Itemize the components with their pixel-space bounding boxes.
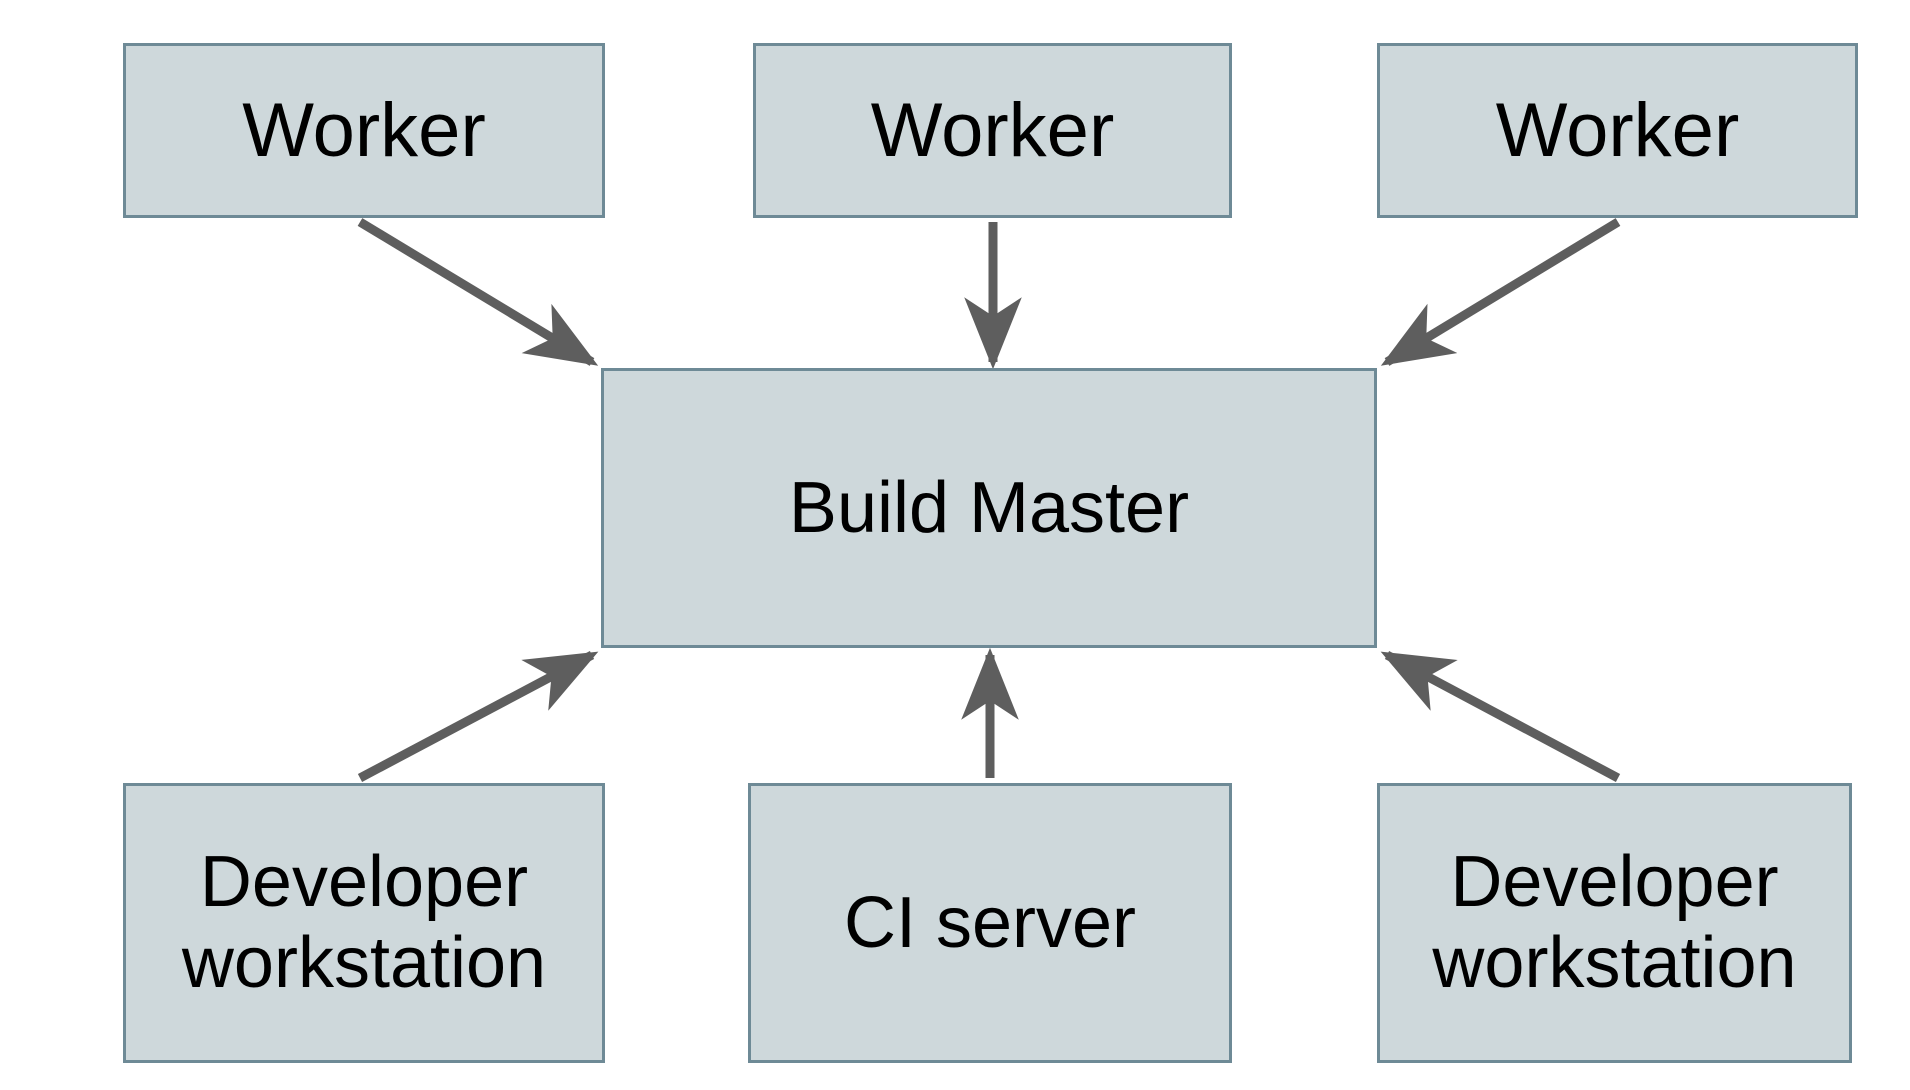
- node-developer-workstation-left-label: Developer workstation: [181, 842, 547, 1003]
- node-developer-workstation-right-label: Developer workstation: [1432, 842, 1797, 1003]
- node-ci-server[interactable]: CI server: [748, 783, 1232, 1063]
- edge-worker-left-to-master: [357, 218, 599, 366]
- node-worker-center[interactable]: Worker: [753, 43, 1232, 218]
- node-worker-right-label: Worker: [1495, 87, 1740, 173]
- node-worker-left[interactable]: Worker: [123, 43, 605, 218]
- node-developer-workstation-left[interactable]: Developer workstation: [123, 783, 605, 1063]
- edge-worker-right-to-master: [1380, 218, 1621, 366]
- edge-dev-right-to-master: [1380, 651, 1621, 782]
- node-worker-right[interactable]: Worker: [1377, 43, 1858, 218]
- node-worker-left-label: Worker: [242, 87, 486, 173]
- node-build-master-label: Build Master: [788, 467, 1190, 548]
- node-developer-workstation-right[interactable]: Developer workstation: [1377, 783, 1852, 1063]
- edge-dev-left-to-master: [357, 651, 599, 782]
- node-build-master[interactable]: Build Master: [601, 368, 1377, 648]
- node-ci-server-label: CI server: [843, 882, 1137, 963]
- node-worker-center-label: Worker: [870, 87, 1115, 173]
